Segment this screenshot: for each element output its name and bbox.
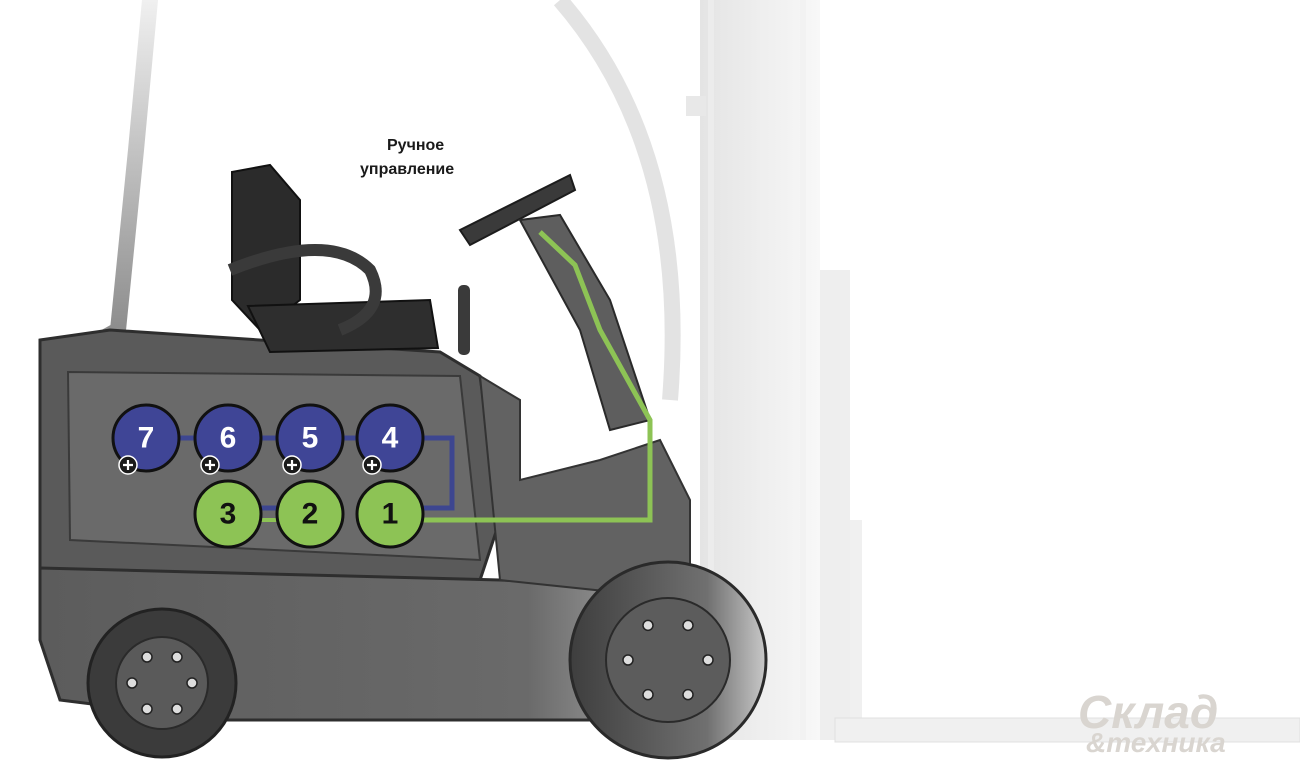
lug-nut (142, 652, 152, 662)
lug-nut (643, 620, 653, 630)
lug-nut (623, 655, 633, 665)
cell-number: 1 (382, 498, 399, 531)
lug-nut (703, 655, 713, 665)
lug-nut (643, 690, 653, 700)
cell-number: 7 (138, 422, 155, 455)
lug-nut (172, 652, 182, 662)
manual-control-label-line2: управление (360, 161, 454, 178)
lug-nut (683, 690, 693, 700)
front-wheel (570, 562, 766, 758)
forks (835, 718, 1300, 742)
cell-number: 5 (302, 422, 319, 455)
rear-wheel (88, 609, 236, 757)
seat (230, 165, 438, 352)
lug-nut (683, 620, 693, 630)
manual-control-label-line1: Ручное (387, 137, 444, 154)
cell-1: 1 (357, 481, 423, 547)
cell-number: 2 (302, 498, 319, 531)
lug-nut (127, 678, 137, 688)
lug-nut (172, 704, 182, 714)
cell-number: 6 (220, 422, 237, 455)
cell-3: 3 (195, 481, 261, 547)
cell-2: 2 (277, 481, 343, 547)
watermark-line2: &техника (1086, 727, 1226, 758)
lug-nut (142, 704, 152, 714)
lug-nut (187, 678, 197, 688)
cell-number: 3 (220, 498, 237, 531)
cell-number: 4 (382, 422, 399, 455)
